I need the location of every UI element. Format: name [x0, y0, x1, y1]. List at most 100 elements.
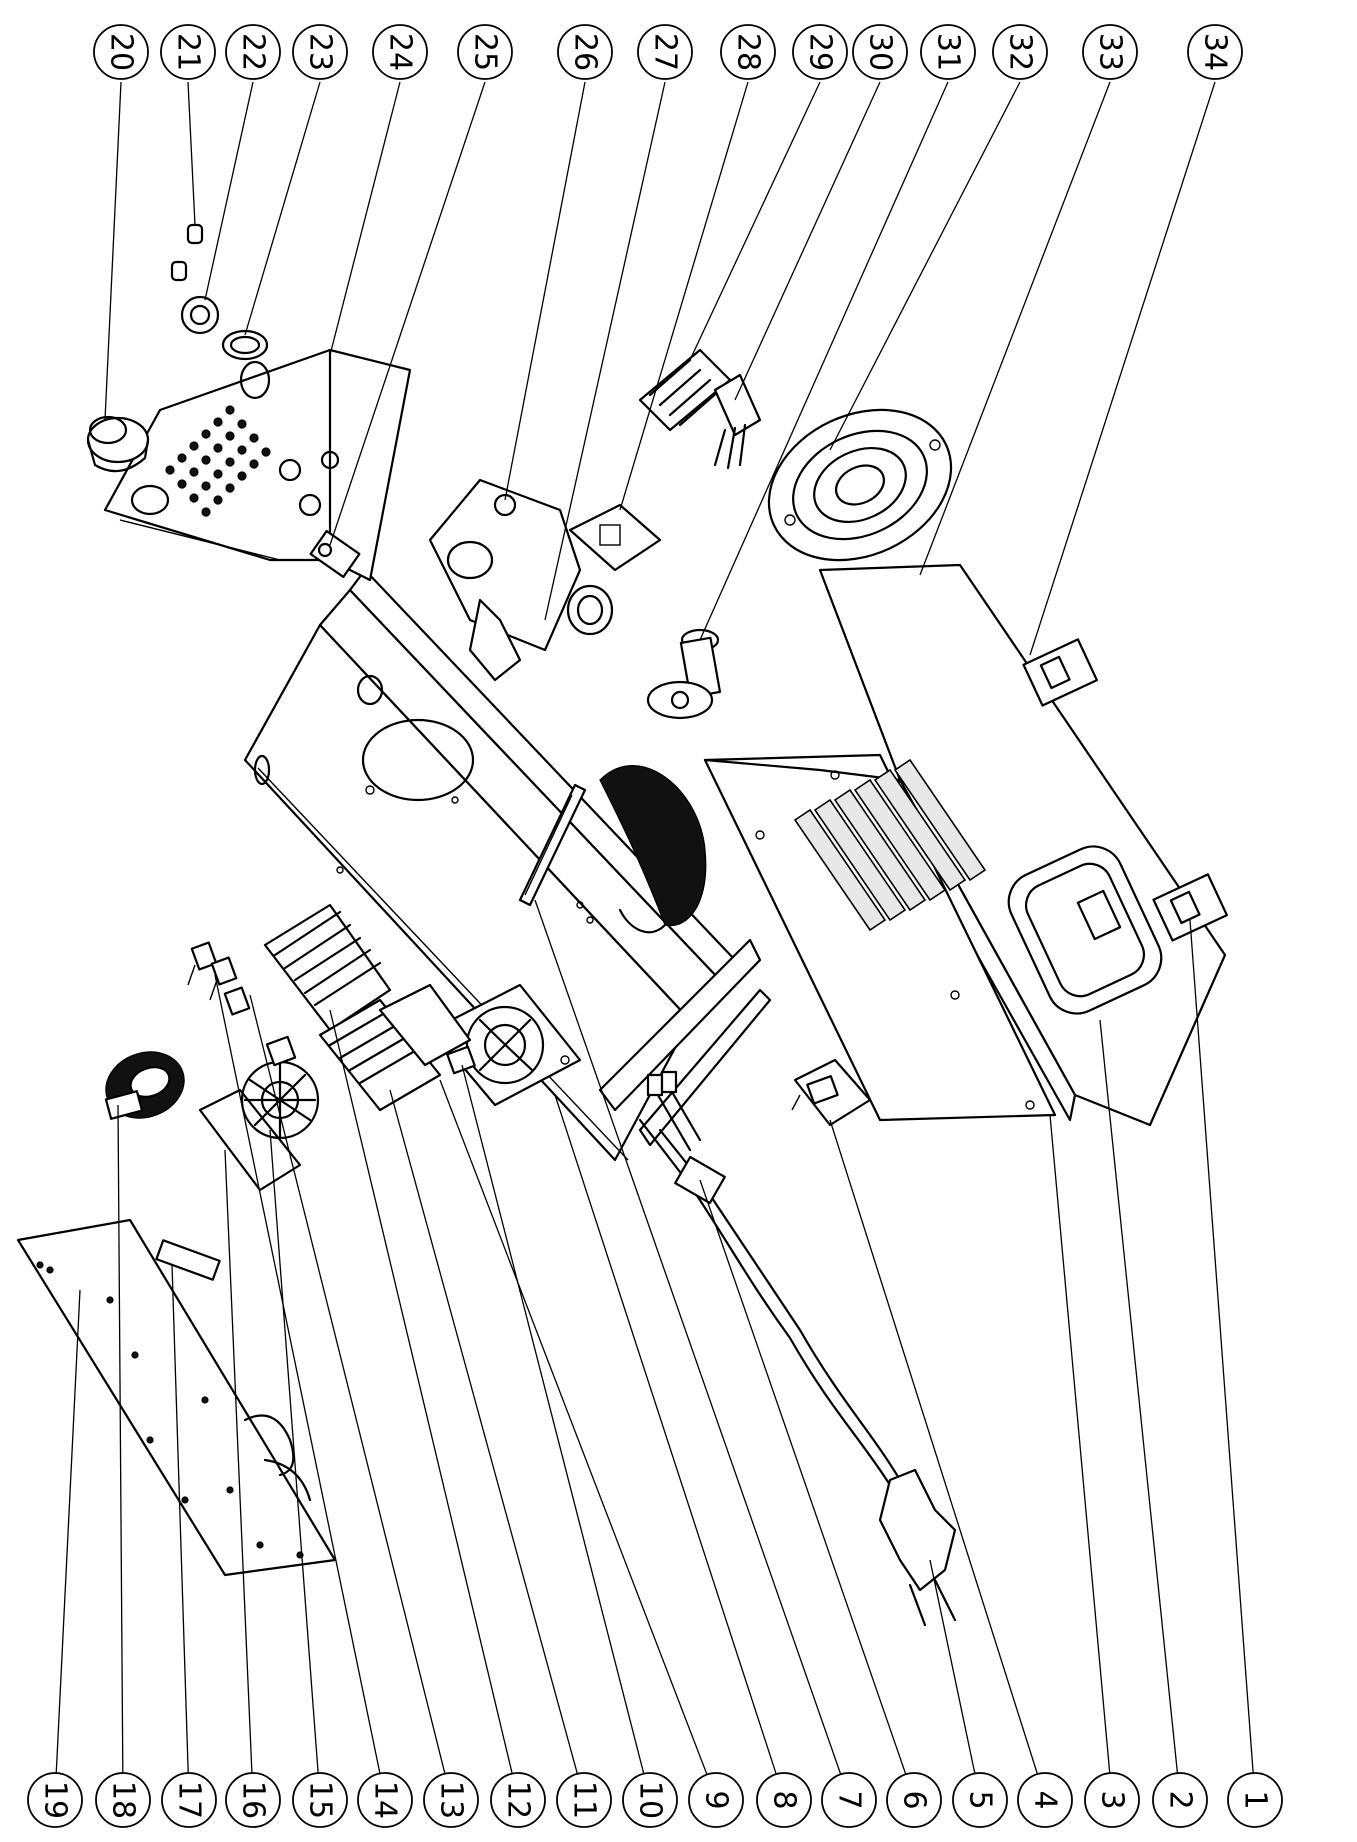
callout-circle — [225, 24, 281, 80]
case-vent-slots — [793, 758, 987, 932]
callout-number: 3 — [1095, 1790, 1130, 1809]
callout-circle — [27, 1772, 83, 1828]
toroid-coil — [104, 1051, 185, 1120]
callout-balloon-20: 20 — [93, 24, 149, 80]
callout-balloon-19: 19 — [27, 1772, 83, 1828]
callout-circle — [1152, 1772, 1208, 1828]
callout-number: 6 — [897, 1790, 932, 1809]
callouts-top: 20 21 22 23 24 25 26 27 28 29 30 31 32 33 34 — [93, 24, 1243, 80]
callout-number: 30 — [863, 33, 898, 71]
hex-nut — [180, 295, 220, 335]
component-pins — [713, 373, 762, 470]
callout-balloon-33: 33 — [1082, 24, 1138, 80]
fan-guard — [767, 408, 953, 562]
callout-circle — [372, 24, 428, 80]
callout-balloon-5: 5 — [952, 1772, 1008, 1828]
callout-balloon-23: 23 — [292, 24, 348, 80]
callout-circle — [756, 1772, 812, 1828]
callout-circle — [1187, 24, 1243, 80]
outer-case — [703, 563, 1229, 1127]
callout-balloon-4: 4 — [1017, 1772, 1073, 1828]
callout-number: 22 — [236, 33, 271, 71]
small-caps — [170, 223, 204, 282]
callout-number: 17 — [172, 1781, 207, 1819]
callout-number: 14 — [368, 1781, 403, 1819]
callout-number: 8 — [767, 1790, 802, 1809]
callout-balloon-29: 29 — [792, 24, 848, 80]
callout-number: 12 — [501, 1781, 536, 1819]
regulator-housing — [428, 478, 614, 682]
callout-circle — [93, 24, 149, 80]
callout-number: 7 — [832, 1790, 867, 1809]
transformer-winding — [599, 765, 707, 934]
terminal-block — [309, 529, 361, 579]
callout-number: 5 — [963, 1790, 998, 1809]
callout-circle — [490, 1772, 546, 1828]
callout-balloon-31: 31 — [920, 24, 976, 80]
callout-number: 2 — [1163, 1790, 1198, 1809]
callout-balloon-7: 7 — [821, 1772, 877, 1828]
callout-balloon-12: 12 — [490, 1772, 546, 1828]
callout-number: 4 — [1028, 1790, 1063, 1809]
callout-circle — [1082, 24, 1138, 80]
callout-number: 26 — [568, 33, 603, 71]
callout-circle — [637, 24, 693, 80]
callout-number: 34 — [1198, 33, 1233, 71]
callout-circle — [457, 24, 513, 80]
callout-number: 1 — [1238, 1790, 1273, 1809]
callout-balloon-22: 22 — [225, 24, 281, 80]
callout-balloon-15: 15 — [292, 1772, 348, 1828]
callout-number: 25 — [468, 33, 503, 71]
callout-balloon-32: 32 — [992, 24, 1048, 80]
power-switch-module — [791, 1058, 872, 1127]
case-latch-top — [1022, 638, 1099, 707]
callout-number: 28 — [731, 33, 766, 71]
left-heatsinks — [263, 903, 476, 1112]
callout-number: 11 — [567, 1781, 602, 1819]
case-latch-bottom — [1152, 873, 1229, 942]
callout-balloon-24: 24 — [372, 24, 428, 80]
callout-balloon-18: 18 — [95, 1772, 151, 1828]
callout-number: 31 — [931, 33, 966, 71]
callout-balloon-30: 30 — [852, 24, 908, 80]
carry-handle — [1007, 845, 1163, 1015]
callout-balloon-13: 13 — [423, 1772, 479, 1828]
callout-number: 18 — [106, 1781, 141, 1819]
callout-number: 21 — [171, 33, 206, 71]
callout-balloon-3: 3 — [1084, 1772, 1140, 1828]
control-knob — [86, 415, 150, 473]
callout-balloon-17: 17 — [161, 1772, 217, 1828]
front-fan — [430, 983, 582, 1107]
callout-balloon-1: 1 — [1227, 1772, 1283, 1828]
callout-balloon-28: 28 — [720, 24, 776, 80]
callout-circle — [95, 1772, 151, 1828]
callout-number: 13 — [434, 1781, 469, 1819]
callout-circle — [160, 24, 216, 80]
callout-circle — [920, 24, 976, 80]
callout-balloon-6: 6 — [886, 1772, 942, 1828]
callout-number: 27 — [648, 33, 683, 71]
callout-balloon-25: 25 — [457, 24, 513, 80]
front-panel-vents — [165, 405, 271, 517]
callout-circle — [688, 1772, 744, 1828]
callout-circle — [1017, 1772, 1073, 1828]
pcb-connector — [155, 1239, 221, 1281]
callout-circle — [423, 1772, 479, 1828]
callout-circle — [992, 24, 1048, 80]
callout-circle — [792, 24, 848, 80]
callout-number: 24 — [383, 33, 418, 71]
callout-circle — [821, 1772, 877, 1828]
power-cord — [638, 1070, 957, 1627]
leader-lines — [54, 81, 1256, 1799]
callout-number: 16 — [236, 1781, 271, 1819]
callout-number: 15 — [303, 1781, 338, 1819]
callout-number: 29 — [803, 33, 838, 71]
callout-circle — [852, 24, 908, 80]
inductor-assembly — [198, 1060, 320, 1192]
callout-balloon-2: 2 — [1152, 1772, 1208, 1828]
rocker-switch — [568, 503, 662, 572]
callout-number: 10 — [633, 1781, 668, 1819]
